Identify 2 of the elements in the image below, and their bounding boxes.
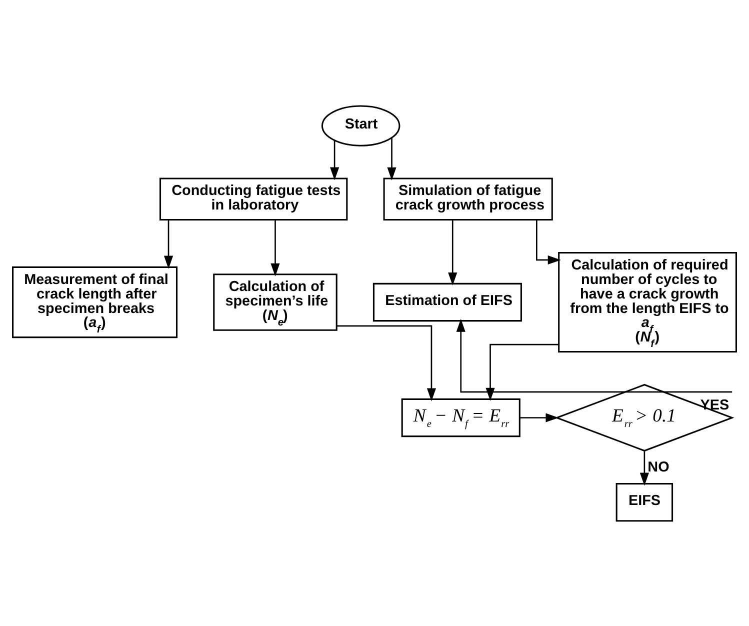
- edge-label: NO: [648, 458, 670, 475]
- edge-label: YES: [700, 396, 730, 413]
